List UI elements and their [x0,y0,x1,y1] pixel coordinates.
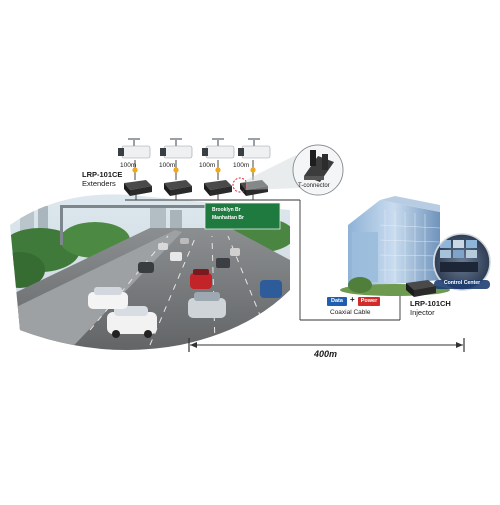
power-tag: Power [358,297,380,306]
segment-length-2: 100m [159,162,176,169]
car-blue [260,280,282,298]
extender-3 [204,180,232,196]
segment-length-4: 100m [233,162,250,169]
control-center-bubble [433,233,491,291]
data-tag: Data [327,297,347,306]
camera-2 [160,138,193,159]
distance-arrow [188,338,465,352]
injector-caption: Injector [410,308,435,317]
camera-nodes [132,167,256,173]
plus-sign: + [350,295,355,304]
camera-4 [238,138,271,159]
t-connector-label: T-connector [298,183,330,189]
injector-model-label: LRP-101CH [410,299,451,308]
extender-2 [164,180,192,196]
distance-label: 400m [314,349,338,359]
car-red [190,269,212,289]
car-white-2 [88,287,128,309]
injector-device [406,280,436,297]
office-building-photo [340,196,450,296]
coaxial-cable-label: Coaxial Cable [330,309,371,316]
t-connector-highlight [232,177,248,193]
sign-line-2: Manhattan Br [212,215,244,221]
extender-4 [240,180,268,196]
highway-sign [204,202,281,230]
zoom-cone [246,155,300,190]
sign-line-1: Brooklyn Br [212,207,241,213]
car-silver [188,292,226,318]
segment-length-1: 100m [120,162,137,169]
t-connector-callout [292,144,344,196]
extender-1 [124,180,152,196]
segment-length-3: 100m [199,162,216,169]
extenders-model-label: LRP-101CE [82,170,123,179]
car-white-1 [107,306,157,338]
extenders-caption: Extenders [82,179,116,188]
control-center-label: Control Center [443,280,481,286]
camera-3 [202,138,235,159]
camera-1 [118,138,151,159]
